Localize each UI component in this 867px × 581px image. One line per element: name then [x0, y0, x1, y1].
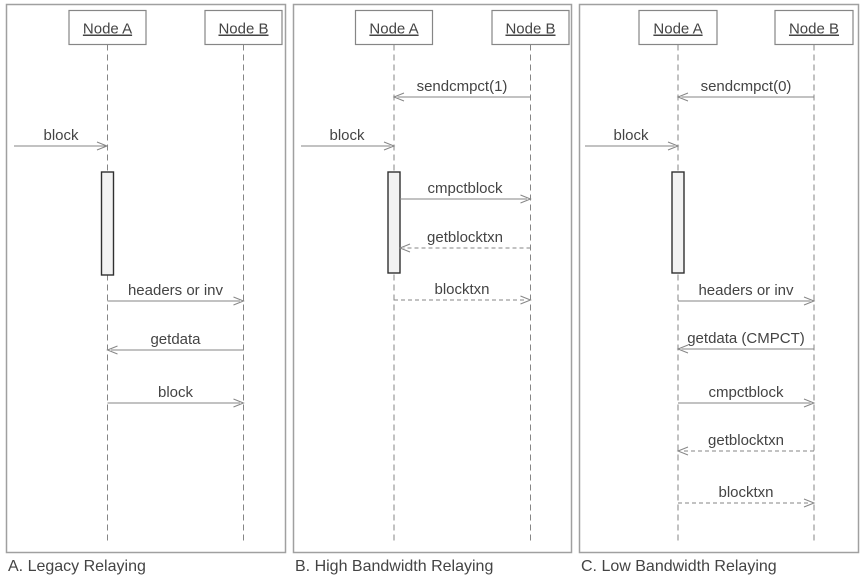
- panel-a-message-block-in-label: block: [43, 127, 79, 144]
- panel-b-message-getblocktxn: getblocktxn: [398, 229, 531, 253]
- panel-high-bandwidth-relaying: Node A Node B sendcmpct(1) block cmpctbl…: [292, 3, 573, 575]
- panel-legacy-relaying: Node A Node B block headers or inv getda…: [5, 3, 287, 575]
- panel-c-node-b-box: [774, 9, 854, 46]
- panel-c-message-headers-or-inv-label: headers or inv: [698, 282, 794, 299]
- panel-c-activation-bar: [671, 171, 685, 274]
- panel-c-message-getdata-cmpct-label: getdata (CMPCT): [687, 330, 805, 347]
- panel-c-message-blocktxn-label: blocktxn: [718, 484, 773, 501]
- panel-a-activation-bar: [100, 171, 115, 276]
- panel-b-node-a-box: [354, 9, 434, 46]
- panel-low-bandwidth-relaying: Node A Node B sendcmpct(0) block headers…: [578, 3, 860, 575]
- panel-b-activation-bar: [387, 171, 401, 274]
- panel-c-message-block-in-label: block: [613, 127, 649, 144]
- panel-c-message-block-in: block: [585, 127, 680, 151]
- panel-a-node-a-label: Node A: [83, 21, 132, 38]
- panel-a-message-block-out-label: block: [158, 384, 194, 401]
- panel-c-node-a-label: Node A: [653, 21, 702, 38]
- panel-b-message-getblocktxn-label: getblocktxn: [427, 229, 503, 246]
- panel-c-message-cmpctblock-label: cmpctblock: [708, 384, 784, 401]
- panel-a-message-block-out: block: [107, 384, 245, 408]
- panel-b-caption: B. High Bandwidth Relaying: [295, 558, 493, 575]
- panel-c-message-sendcmpct-0-label: sendcmpct(0): [701, 78, 792, 95]
- panel-b-message-blocktxn: blocktxn: [394, 281, 532, 305]
- panel-c-message-blocktxn: blocktxn: [678, 484, 816, 508]
- panel-b-node-b-box: [491, 9, 570, 46]
- panel-a-node-b-label: Node B: [218, 21, 268, 38]
- panel-b-border: [292, 3, 573, 554]
- panel-a-message-getdata: getdata: [106, 331, 244, 355]
- panel-c-message-getblocktxn: getblocktxn: [676, 432, 814, 456]
- panel-a-message-headers-or-inv: headers or inv: [107, 282, 245, 306]
- panel-b-message-cmpctblock-label: cmpctblock: [427, 180, 503, 197]
- panel-c-node-b-label: Node B: [789, 21, 839, 38]
- panel-c-node-a-box: [638, 9, 718, 46]
- panel-b-message-sendcmpct-1-label: sendcmpct(1): [417, 78, 508, 95]
- panel-c-message-cmpctblock: cmpctblock: [678, 384, 816, 408]
- panel-c-message-headers-or-inv: headers or inv: [678, 282, 816, 306]
- panel-a-caption: A. Legacy Relaying: [8, 558, 146, 575]
- panel-b-message-block-in-label: block: [329, 127, 365, 144]
- panel-b-message-block-in: block: [301, 127, 396, 151]
- panel-a-message-getdata-label: getdata: [150, 331, 201, 348]
- panel-b-node-b-label: Node B: [505, 21, 555, 38]
- panel-a-message-block-in: block: [14, 127, 109, 151]
- panel-c-border: [578, 3, 860, 554]
- panel-c-message-sendcmpct-0: sendcmpct(0): [676, 78, 814, 102]
- panel-c-caption: C. Low Bandwidth Relaying: [581, 558, 777, 575]
- panel-b-message-cmpctblock: cmpctblock: [400, 180, 532, 204]
- panel-a-border: [5, 3, 287, 554]
- panel-c-message-getdata-cmpct: getdata (CMPCT): [676, 330, 814, 354]
- panel-c-message-getblocktxn-label: getblocktxn: [708, 432, 784, 449]
- panel-b-message-sendcmpct-1: sendcmpct(1): [392, 78, 531, 102]
- panel-b-node-a-label: Node A: [369, 21, 418, 38]
- panel-b-message-blocktxn-label: blocktxn: [434, 281, 489, 298]
- panel-a-message-headers-or-inv-label: headers or inv: [128, 282, 224, 299]
